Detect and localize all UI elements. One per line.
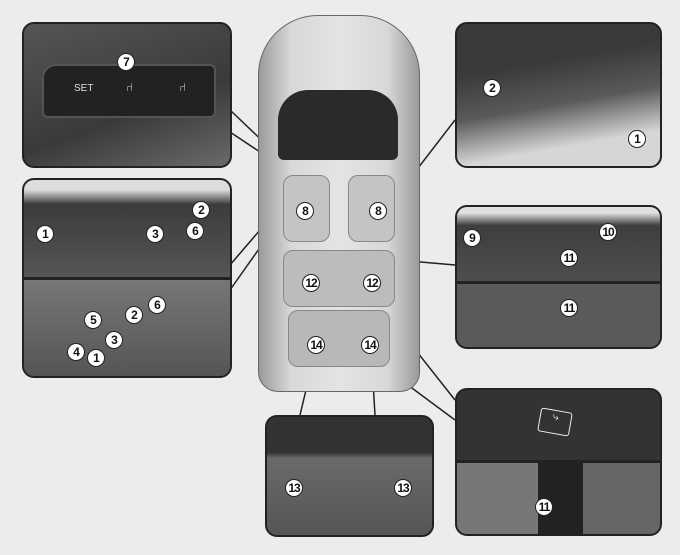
callout-1: 1 <box>87 349 105 367</box>
seat-fold-icon: ⤷ <box>537 407 573 437</box>
callout-6: 6 <box>186 222 204 240</box>
callout-3: 3 <box>105 331 123 349</box>
memory-switch-panel: SET ⑁ ⑁ <box>22 22 232 168</box>
callout-11: 11 <box>560 249 578 267</box>
callout-9: 9 <box>463 229 481 247</box>
callout-13-right: 13 <box>394 479 412 497</box>
callout-14-right: 14 <box>361 336 379 354</box>
callout-4: 4 <box>67 343 85 361</box>
memory-buttons: SET ⑁ ⑁ <box>42 64 216 118</box>
callout-10: 10 <box>599 223 617 241</box>
third-row-button-panel: ⤷ <box>455 388 662 536</box>
callout-12-left: 12 <box>302 274 320 292</box>
callout-2: 2 <box>192 201 210 219</box>
seat-memory-2-icon: ⑁ <box>179 80 187 94</box>
second-row-panel <box>455 205 662 349</box>
callout-11: 11 <box>560 299 578 317</box>
callout-8-right: 8 <box>369 202 387 220</box>
callout-2: 2 <box>483 79 501 97</box>
callout-12-right: 12 <box>363 274 381 292</box>
seat-memory-1-icon: ⑁ <box>126 80 134 94</box>
callout-8-left: 8 <box>296 202 314 220</box>
cargo-area-panel <box>265 415 434 537</box>
callout-2: 2 <box>125 306 143 324</box>
callout-11: 11 <box>535 498 553 516</box>
callout-1: 1 <box>36 225 54 243</box>
callout-7: 7 <box>117 53 135 71</box>
callout-14-left: 14 <box>307 336 325 354</box>
callout-1: 1 <box>628 130 646 148</box>
car-top-view <box>258 15 420 392</box>
set-button: SET <box>74 83 94 94</box>
callout-13-left: 13 <box>285 479 303 497</box>
callout-5: 5 <box>84 311 102 329</box>
callout-6: 6 <box>148 296 166 314</box>
callout-3: 3 <box>146 225 164 243</box>
